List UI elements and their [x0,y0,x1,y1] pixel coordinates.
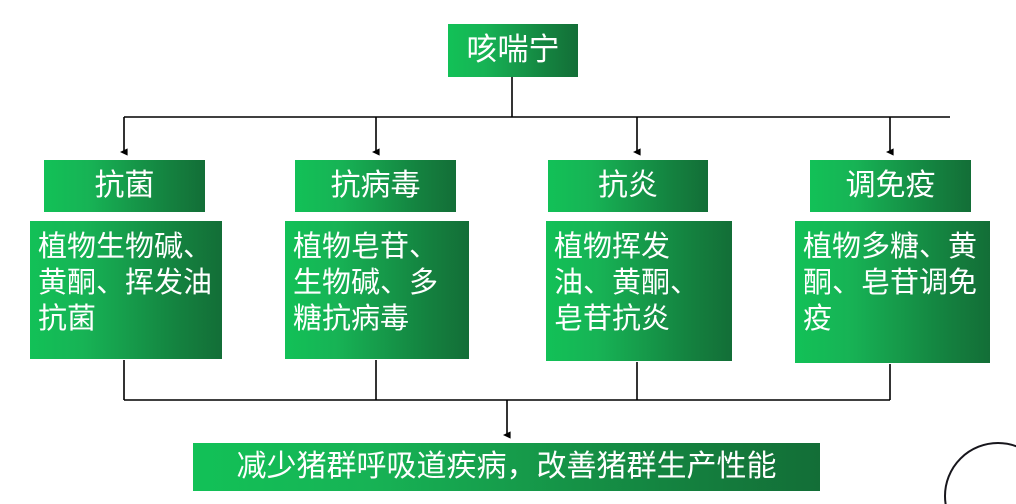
branch-header-label-1: 抗菌 [94,168,155,204]
branch-header-antibacterial: 抗菌 [44,160,205,212]
branch-header-label-4: 调免疫 [845,168,936,204]
branch-header-label-2: 抗病毒 [330,168,421,204]
branch-header-antiviral: 抗病毒 [295,160,456,212]
branch-body-antiviral: 植物皂苷、生物碱、多糖抗病毒 [285,221,469,359]
branch-header-antiinflammatory: 抗炎 [548,160,708,212]
conclusion-label: 减少猪群呼吸道疾病，改善猪群生产性能 [236,449,777,485]
root-node-kechuanning: 咳喘宁 [448,24,578,77]
branch-header-immunoregulation: 调免疫 [810,160,971,212]
branch-body-antibacterial: 植物生物碱、黄酮、挥发油抗菌 [30,221,222,359]
branch-body-label-4: 植物多糖、黄酮、皂苷调免疫 [803,229,978,335]
branch-body-label-1: 植物生物碱、黄酮、挥发油抗菌 [38,229,213,335]
branch-body-antiinflammatory: 植物挥发油、黄酮、皂苷抗炎 [546,221,732,361]
root-node-label: 咳喘宁 [466,32,560,69]
corner-circle-decoration [944,442,1016,504]
branch-body-label-3: 植物挥发油、黄酮、皂苷抗炎 [554,229,700,335]
conclusion-node: 减少猪群呼吸道疾病，改善猪群生产性能 [193,443,820,491]
branch-header-label-3: 抗炎 [598,168,658,204]
branch-body-label-2: 植物皂苷、生物碱、多糖抗病毒 [293,229,439,335]
branch-body-immunoregulation: 植物多糖、黄酮、皂苷调免疫 [795,221,990,363]
